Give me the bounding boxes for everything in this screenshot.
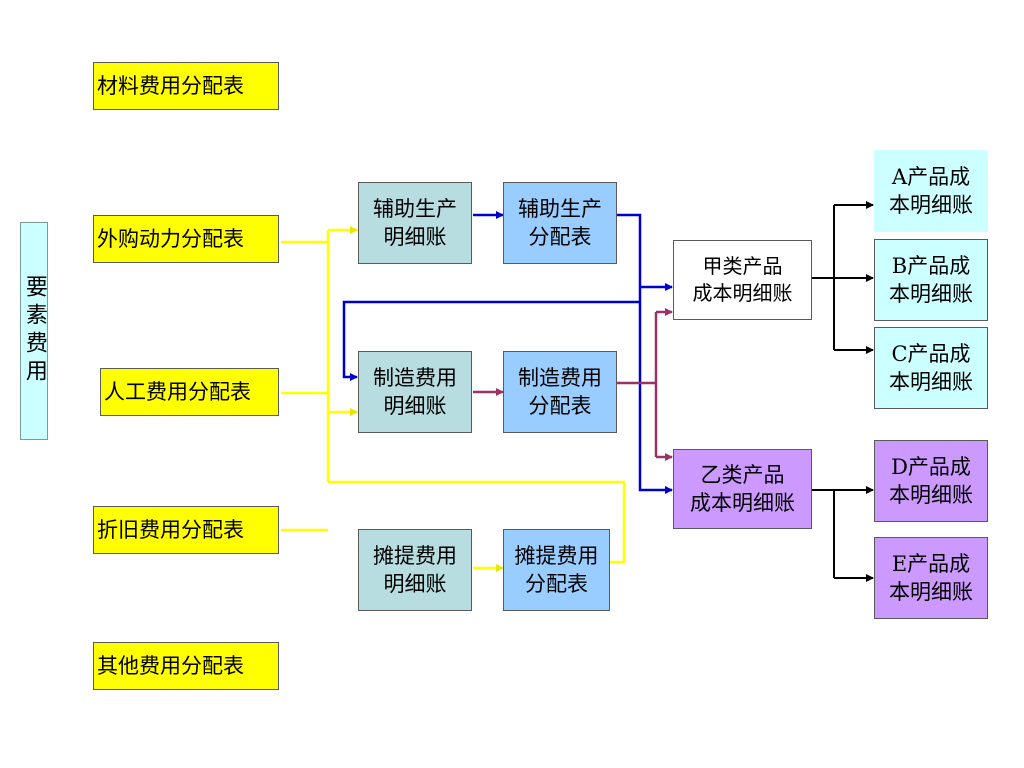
manufacturing-allocation-box: 制造费用 分配表 (503, 351, 617, 433)
aux-production-allocation-box: 辅助生产 分配表 (503, 182, 617, 264)
maroon-connectors (473, 308, 673, 461)
yellow-connectors (281, 226, 626, 572)
product-d-ledger-box: D产品成 本明细账 (874, 440, 988, 522)
labor-allocation-box: 人工费用分配表 (100, 368, 279, 416)
class-a-ledger-box: 甲类产品 成本明细账 (673, 240, 812, 320)
depreciation-allocation-box: 折旧费用分配表 (93, 506, 279, 554)
manufacturing-detail-box: 制造费用 明细账 (358, 351, 472, 433)
product-a-ledger-box: A产品成 本明细账 (874, 150, 988, 232)
product-c-ledger-box: C产品成 本明细账 (874, 327, 988, 409)
aux-production-detail-box: 辅助生产 明细账 (358, 182, 472, 264)
accrual-detail-box: 摊提费用 明细账 (358, 529, 472, 611)
product-b-ledger-box: B产品成 本明细账 (874, 239, 988, 321)
class-b-ledger-box: 乙类产品 成本明细账 (673, 449, 812, 529)
power-allocation-box: 外购动力分配表 (93, 215, 279, 263)
other-allocation-box: 其他费用分配表 (93, 642, 279, 690)
material-allocation-box: 材料费用分配表 (93, 62, 279, 110)
black-connectors (812, 201, 874, 582)
element-costs-label: 要素费用 (20, 222, 48, 440)
product-e-ledger-box: E产品成 本明细账 (874, 537, 988, 619)
blue-connectors (342, 211, 673, 494)
accrual-allocation-box: 摊提费用 分配表 (503, 529, 610, 611)
